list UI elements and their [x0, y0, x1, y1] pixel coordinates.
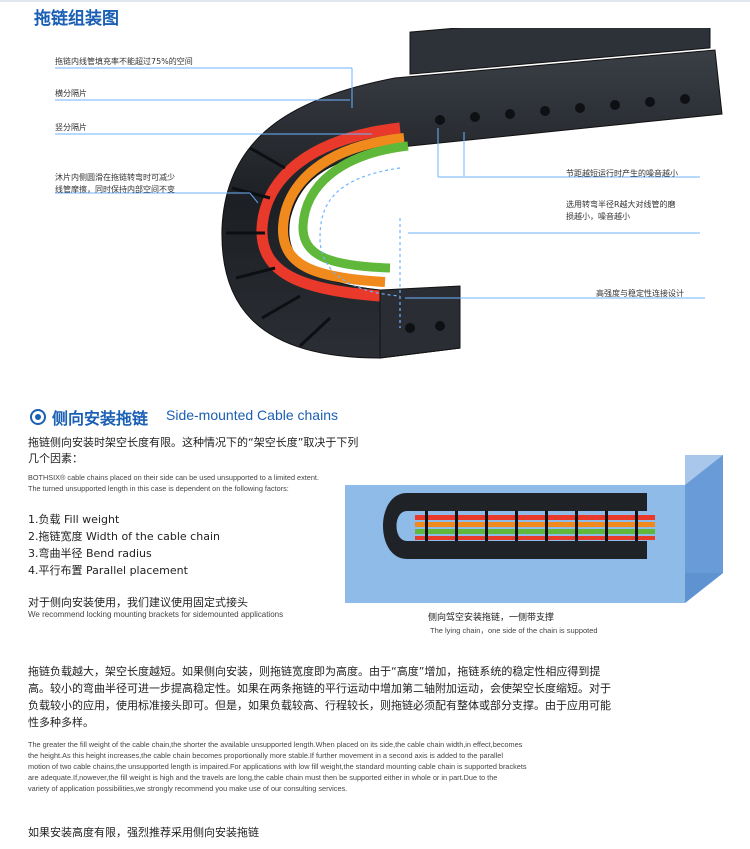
image-caption-cn: 侧向驾空安装拖链，一侧带支撑 — [428, 613, 555, 623]
section-title-cn: 侧向安装拖链 — [52, 409, 149, 428]
footer-recommendation: 如果安装高度有限，强烈推荐采用侧向安装拖链 — [28, 826, 259, 839]
body-en-line-5: variety of application possibilities,we … — [28, 784, 348, 793]
callout-short-pitch: 节距越短运行时产生的噪音越小 — [566, 169, 678, 178]
factor-bend-radius: 3.弯曲半径 Bend radius — [28, 547, 152, 560]
body-en-line-2: the height.As this height increases,the … — [28, 751, 503, 760]
bracket-recommendation-cn: 对于侧向安装使用，我们建议使用固定式接头 — [28, 596, 248, 609]
callout-bend-radius-1: 选用转弯半径R越大对线管的磨 — [566, 200, 676, 209]
body-en-line-4: are adequate.If,nowever,the fill weight … — [28, 773, 498, 782]
factor-width: 2.拖链宽度 Width of the cable chain — [28, 530, 220, 543]
body-cn-line-4: 性多种多样。 — [28, 716, 94, 729]
body-en-line-1: The greater the fill weight of the cable… — [28, 740, 523, 749]
page-title: 拖链组装图 — [34, 9, 119, 29]
side-mounted-chain-image — [345, 455, 723, 603]
body-en-line-3: motion of two cable chains,the unsupport… — [28, 762, 527, 771]
intro-cn-line-1: 拖链侧向安装时架空长度有限。这种情况下的“架空长度”取决于下列 — [28, 436, 359, 449]
section-bullet-icon — [30, 409, 46, 425]
callout-smooth-inner-side-1: 沐片内侧圆滑在拖链转弯时可减少 — [55, 173, 175, 182]
body-cn-line-2: 高。较小的弯曲半径可进一步提高稳定性。如果在两条拖链的平行运动中增加第二轴附加运… — [28, 682, 611, 695]
factor-parallel: 4.平行布置 Parallel placement — [28, 564, 188, 577]
callout-fill-ratio: 拖链内线管填充率不能超过75%的空间 — [55, 57, 193, 66]
intro-en-line-2: The turned unsupported length in this ca… — [28, 484, 289, 493]
section-title-en: Side-mounted Cable chains — [166, 407, 338, 423]
cable-chain-assembly-diagram — [55, 28, 723, 359]
callout-bend-radius-2: 损越小，噪音越小 — [566, 212, 630, 221]
image-caption-en: The lying chain，one side of the chain is… — [430, 626, 598, 635]
intro-cn-line-2: 几个因素： — [28, 452, 83, 465]
top-divider — [0, 0, 750, 2]
callout-horizontal-divider: 横分隔片 — [55, 89, 87, 98]
bracket-recommendation-en: We recommend locking mounting brackets f… — [28, 610, 284, 619]
factor-fill-weight: 1.负载 Fill weight — [28, 513, 120, 526]
callout-strength-design: 高强度与稳定性连接设计 — [596, 289, 684, 298]
callout-vertical-divider: 竖分隔片 — [55, 123, 87, 132]
callout-smooth-inner-side-2: 线管摩擦，同时保持内部空间不变 — [55, 185, 175, 194]
body-cn-line-3: 负载较小的应用，使用标准接头即可。但是，如果负载较高、行程较长，则拖链必须配有整… — [28, 699, 611, 712]
body-cn-line-1: 拖链负载越大，架空长度越短。如果侧向安装，则拖链宽度即为高度。由于“高度”增加，… — [28, 665, 601, 678]
intro-en-line-1: BOTHSIX® cable chains placed on their si… — [28, 473, 319, 482]
